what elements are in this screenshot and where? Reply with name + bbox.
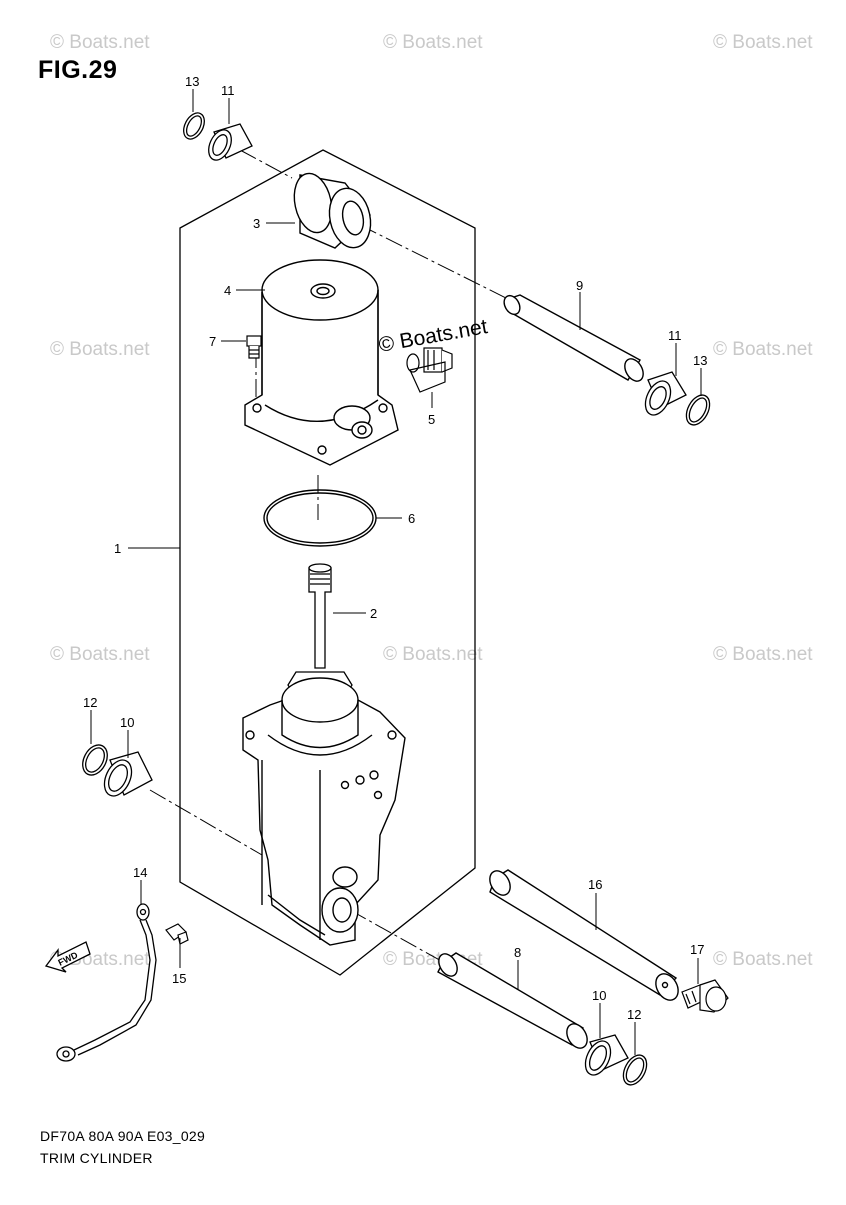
callout-11-right: 11 xyxy=(668,328,682,343)
watermark: © Boats.net xyxy=(50,339,150,360)
pin-part-16 xyxy=(489,869,679,1001)
watermark: © Boats.net xyxy=(50,32,150,53)
callout-10-lower: 10 xyxy=(592,988,606,1003)
callout-9: 9 xyxy=(576,278,583,293)
o-ring-part-6 xyxy=(263,489,377,547)
watermark: © Boats.net xyxy=(383,644,483,665)
bolt-part-15 xyxy=(165,923,189,945)
screw-part-7 xyxy=(246,335,262,359)
valve-part-5 xyxy=(406,347,453,393)
callout-10-left: 10 xyxy=(120,715,134,730)
pin-part-8 xyxy=(437,952,588,1049)
leader-lines xyxy=(90,89,702,1055)
watermark: © Boats.net xyxy=(713,32,813,53)
callout-4: 4 xyxy=(224,283,231,298)
axis-lines xyxy=(149,149,511,963)
bushing-part-10-lower xyxy=(584,1034,629,1076)
bushing-part-11-top xyxy=(208,123,253,161)
watermark: © Boats.net xyxy=(50,644,150,665)
callout-2: 2 xyxy=(370,606,377,621)
callout-1: 1 xyxy=(114,541,121,556)
callout-5: 5 xyxy=(428,412,435,427)
callouts: 13 11 3 4 7 5 9 11 13 6 1 2 12 10 14 15 … xyxy=(83,74,707,1022)
bushing-part-10-left xyxy=(103,751,153,797)
circlip-part-13-right xyxy=(685,394,711,426)
pin-part-9 xyxy=(503,294,644,382)
cylinder-body-part-1 xyxy=(242,677,406,946)
callout-15: 15 xyxy=(172,971,186,986)
bushing-part-11-right xyxy=(644,371,687,416)
watermarks: © Boats.net © Boats.net © Boats.net © Bo… xyxy=(50,32,813,970)
callout-17: 17 xyxy=(690,942,704,957)
callout-16: 16 xyxy=(588,877,602,892)
watermark: © Boats.net xyxy=(713,339,813,360)
callout-7: 7 xyxy=(209,334,216,349)
cap-part-3 xyxy=(293,172,372,249)
assembly-boundary xyxy=(179,149,476,976)
callout-14: 14 xyxy=(133,865,147,880)
figure-title: FIG.29 xyxy=(38,56,118,84)
bolt-part-17 xyxy=(681,979,729,1013)
callout-6: 6 xyxy=(408,511,415,526)
callout-12-left: 12 xyxy=(83,695,97,710)
circlip-part-12-left xyxy=(82,744,108,776)
ground-lead-part-14 xyxy=(56,903,157,1062)
watermark: © Boats.net xyxy=(713,644,813,665)
diagram-caption: TRIM CYLINDER xyxy=(40,1150,153,1166)
callout-12-lower: 12 xyxy=(627,1007,641,1022)
housing-part-4 xyxy=(244,259,399,466)
callout-13-top: 13 xyxy=(185,74,199,89)
callout-8: 8 xyxy=(514,945,521,960)
callout-13-right: 13 xyxy=(693,353,707,368)
circlip-part-13-top xyxy=(183,112,205,140)
callout-11-top: 11 xyxy=(221,83,235,98)
model-line: DF70A 80A 90A E03_029 xyxy=(40,1128,206,1144)
circlip-part-12-lower xyxy=(622,1054,648,1086)
watermark: © Boats.net xyxy=(713,949,813,970)
watermark: © Boats.net xyxy=(383,32,483,53)
callout-3: 3 xyxy=(253,216,260,231)
